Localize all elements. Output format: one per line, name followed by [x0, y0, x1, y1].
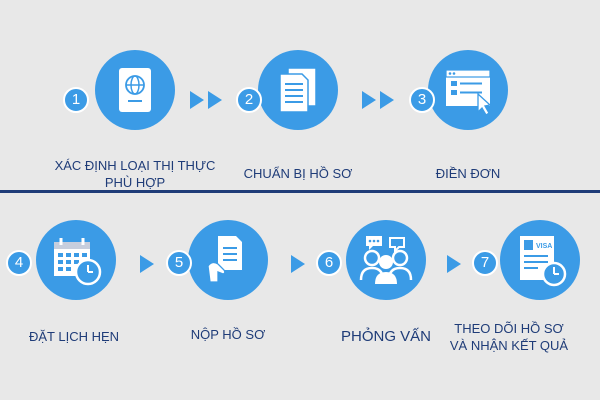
step-6-circle	[346, 220, 426, 300]
arrow-2-3	[362, 91, 394, 109]
step-6-number: 6	[316, 250, 342, 276]
arrow-1-2	[190, 91, 222, 109]
step-5-number: 5	[166, 250, 192, 276]
svg-text:VISA: VISA	[536, 243, 552, 250]
step-3-circle	[428, 50, 508, 130]
calendar-clock-icon	[54, 238, 102, 286]
arrow-5-6	[291, 255, 305, 273]
section-divider	[0, 190, 600, 193]
step-1-circle	[95, 50, 175, 130]
step-1-number: 1	[63, 87, 89, 113]
step-7-label: THEO DÕI HỒ SƠ VÀ NHẬN KẾT QUẢ	[449, 321, 569, 353]
step-2-circle	[258, 50, 338, 130]
browser-form-icon	[445, 69, 492, 116]
step-3-number: 3	[409, 87, 435, 113]
step-4-circle	[36, 220, 116, 300]
step-2-label: CHUẨN BỊ HỒ SƠ	[243, 166, 353, 181]
step-5-label: NỘP HỒ SƠ	[190, 327, 266, 342]
step-3-label: ĐIỀN ĐƠN	[435, 166, 501, 181]
visa-tracking-icon: VISA	[520, 236, 567, 287]
step-4-label: ĐẶT LỊCH HẸN	[28, 329, 120, 344]
documents-icon	[279, 67, 317, 113]
interview-people-icon	[359, 236, 413, 284]
step-5-circle	[188, 220, 268, 300]
passport-icon	[119, 68, 151, 112]
arrow-6-7	[447, 255, 461, 273]
step-6-label: PHỎNG VẤN	[340, 328, 431, 345]
step-2-number: 2	[236, 87, 262, 113]
step-1-label: XÁC ĐỊNH LOẠI THỊ THỰC PHÙ HỢP	[54, 158, 216, 190]
step-7-circle: VISA	[500, 220, 580, 300]
step-7-number: 7	[472, 250, 498, 276]
hand-document-icon	[207, 236, 242, 283]
step-4-number: 4	[6, 250, 32, 276]
arrow-4-5	[140, 255, 154, 273]
